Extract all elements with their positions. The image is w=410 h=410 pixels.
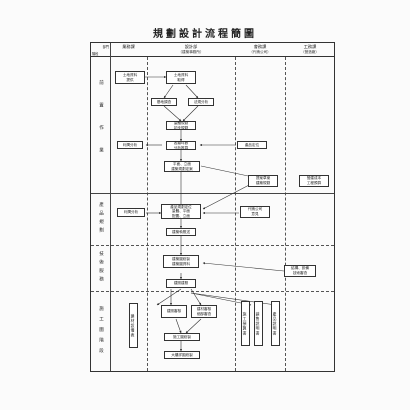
stage-label-planning: 產品規劃 xyxy=(98,202,104,236)
box-profit-analysis-2: 利潤分析 xyxy=(117,208,145,217)
connector xyxy=(190,288,202,306)
corner-department-label: 部門 xyxy=(102,45,109,49)
column-divider xyxy=(285,57,286,371)
box-area-analysis: 各類坪數分析推算 xyxy=(166,141,196,150)
column-divider xyxy=(147,57,148,371)
connector xyxy=(202,182,254,210)
box-permit-submission: 建築執照送 xyxy=(166,228,196,236)
stage-divider xyxy=(91,193,334,194)
corner-border xyxy=(91,43,110,57)
vbox-sales-brochure: 銷售說明書 xyxy=(254,301,263,346)
box-product-design: 產品規劃定位量體、平面配置、立面 xyxy=(161,204,201,219)
flowchart: 部門 階段 業務課 設計部 （建築事務所） 會務課 （代銷公司） 工務課 （營造… xyxy=(90,42,335,372)
vbox-construction-budget: 施工預算書 xyxy=(241,301,250,346)
connector xyxy=(156,288,182,306)
box-land-data-get: 土地資料取得 xyxy=(166,71,196,84)
connector xyxy=(202,262,285,272)
box-architectural-drawings: 建築圖繪製建築圖資料 xyxy=(163,255,199,268)
column-header-agent: 會務課 （代銷公司） xyxy=(235,43,285,57)
stage-divider xyxy=(91,245,334,246)
vbox-materials-list: 建材設備表 xyxy=(129,303,138,348)
column-divider xyxy=(235,57,236,371)
column-header-design: 設計部 （建築事務所） xyxy=(147,43,235,57)
corner-header: 部門 階段 xyxy=(91,43,110,57)
box-profit-analysis: 利潤分析 xyxy=(117,141,143,149)
box-plan-finalized: 平面、立面建築規劃定案 xyxy=(164,161,200,172)
corner-stage-label: 階段 xyxy=(92,52,99,56)
box-construction-drawings: 施工圖繪製 xyxy=(164,333,200,341)
box-technical-review: 結構、設備技術審查 xyxy=(284,265,316,277)
connector xyxy=(175,318,182,334)
stage-divider xyxy=(91,291,334,292)
column-header-construction: 工務課 （營造廠） xyxy=(285,43,335,57)
box-proposal-draft: 提案草案建築規劃 xyxy=(248,175,278,187)
box-detail-drawings: 大樓詳圖繪製 xyxy=(164,351,200,359)
connector xyxy=(190,292,277,306)
stage-label-technical: 技術服務 xyxy=(98,251,104,285)
box-agent-opinion: 代銷公司意見 xyxy=(240,206,270,218)
vbox-product-manual: 產品說明書 xyxy=(271,301,280,346)
box-material-review: 建材審核細部審查 xyxy=(191,305,217,318)
connector xyxy=(163,84,174,99)
column-divider xyxy=(110,43,111,371)
box-land-data-supply: 土地資料提供 xyxy=(115,71,145,84)
box-product-positioning: 產品定位 xyxy=(237,141,267,149)
box-regulation-analysis: 法規分析 xyxy=(188,98,214,106)
connector xyxy=(182,105,199,122)
box-site-survey: 基地調查 xyxy=(151,98,177,106)
connector xyxy=(163,105,182,122)
box-construction-cost: 營建成本工程預算 xyxy=(299,175,329,187)
column-header-sales: 業務課 xyxy=(110,43,147,57)
box-volume-planning: 量體規劃初步規劃 xyxy=(166,121,196,130)
box-permit-review: 建照審核 xyxy=(161,305,187,318)
connector xyxy=(200,165,254,178)
box-building-permit: 建照建照 xyxy=(166,279,196,288)
document-title: 規劃設計流程簡圖 xyxy=(153,29,257,40)
stage-label-preparation: 前置作業 xyxy=(98,80,104,170)
connector xyxy=(185,84,199,99)
connector xyxy=(185,318,202,334)
flow-connectors xyxy=(144,75,285,352)
stage-label-construction: 施工圖階段 xyxy=(98,305,104,359)
